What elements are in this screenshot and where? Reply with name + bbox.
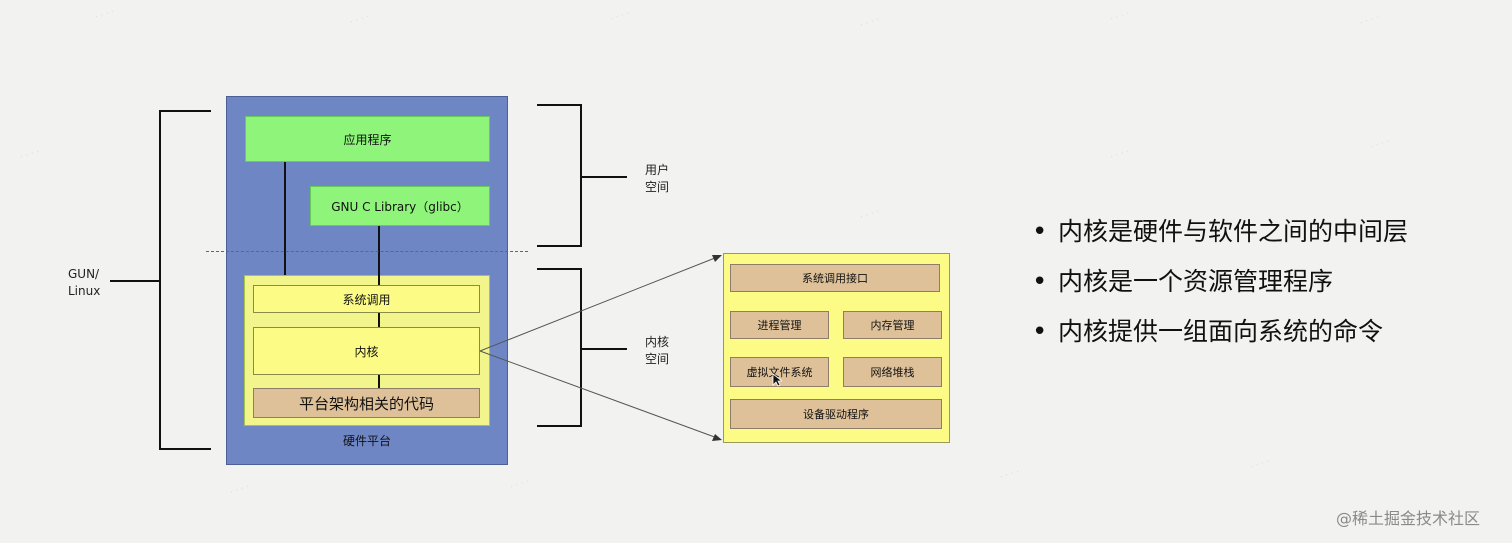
bullet-list: 内核是硬件与软件之间的中间层 内核是一个资源管理程序 内核提供一组面向系统的命令: [1032, 207, 1502, 357]
arch-code-label: 平台架构相关的代码: [298, 394, 434, 413]
user-space-bracket: [537, 104, 582, 247]
zoom-arrowhead-top: [712, 255, 722, 262]
zoom-arrowhead-bottom: [712, 434, 722, 441]
kernel-box: 内核: [253, 327, 480, 375]
syscall-interface-box: 系统调用接口: [730, 264, 940, 292]
connector-line: [378, 313, 380, 327]
device-drivers-box: 设备驱动程序: [730, 399, 942, 429]
connector-line: [284, 162, 286, 275]
glibc-box: GNU C Library（glibc）: [310, 186, 490, 226]
arch-code-box: 平台架构相关的代码: [253, 388, 480, 418]
memory-mgmt-label: 内存管理: [870, 319, 915, 332]
application-box: 应用程序: [245, 116, 490, 162]
kernel-space-bracket: [537, 268, 582, 427]
source-credit: @稀土掘金技术社区: [1336, 509, 1481, 528]
network-stack-box: 网络堆栈: [843, 357, 942, 387]
kernel-space-label: 内核 空间: [645, 335, 670, 366]
hardware-label: 硬件平台: [342, 434, 391, 448]
vfs-box: 虚拟文件系统: [730, 357, 829, 387]
device-drivers-label: 设备驱动程序: [803, 408, 869, 421]
process-mgmt-box: 进程管理: [730, 311, 829, 339]
bullet-item: 内核提供一组面向系统的命令: [1032, 307, 1502, 357]
vfs-label: 虚拟文件系统: [746, 366, 813, 379]
bullet-item: 内核是硬件与软件之间的中间层: [1032, 207, 1502, 257]
network-stack-label: 网络堆栈: [870, 366, 915, 379]
zoom-line-bottom: [479, 350, 721, 440]
gnu-linux-bracket: [159, 110, 211, 450]
connector-line: [378, 375, 380, 388]
gnu-linux-label: GUN/ Linux: [68, 267, 101, 298]
user-kernel-separator: [206, 251, 528, 252]
zoom-line-top: [479, 255, 721, 352]
syscall-label: 系统调用: [342, 292, 391, 307]
mouse-cursor-icon: [772, 373, 782, 387]
syscall-box: 系统调用: [253, 285, 480, 313]
application-label: 应用程序: [343, 132, 392, 147]
user-space-label: 用户 空间: [645, 163, 670, 194]
glibc-label: GNU C Library（glibc）: [331, 199, 469, 214]
bullet-item: 内核是一个资源管理程序: [1032, 257, 1502, 307]
connector-line: [378, 226, 380, 285]
syscall-interface-label: 系统调用接口: [802, 272, 868, 285]
process-mgmt-label: 进程管理: [757, 319, 802, 332]
memory-mgmt-box: 内存管理: [843, 311, 942, 339]
kernel-label: 内核: [354, 344, 379, 359]
